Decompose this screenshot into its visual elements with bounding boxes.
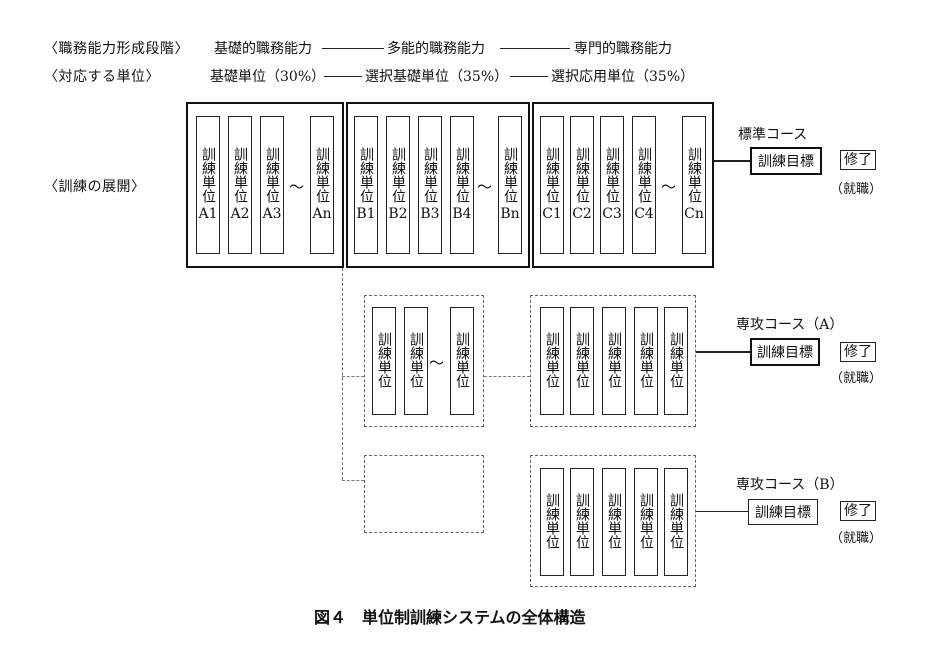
unit-c4: 訓練単位 [632,116,656,254]
unit-connector-2 [510,76,548,77]
code-b4: B4 [452,206,472,222]
stage-multi: 多能的職務能力 [387,41,485,57]
unit-b2: 訓練単位 [386,116,410,254]
code-c1: C1 [542,206,562,222]
unit-applied: 選択応用単位（35%） [551,69,695,85]
code-an: An [312,206,332,222]
code-a3: A3 [262,206,282,222]
special-b-applied-box [530,455,696,587]
unit-bn: 訓練単位 [498,116,522,254]
special-a-unit-7: 訓練単位 [634,307,658,415]
code-c4: C4 [634,206,654,222]
special-a-job-label: （就職） [830,371,883,386]
special-b-unit-4: 訓練単位 [634,468,658,576]
special-b-goal-connector [696,511,748,512]
branch-a-h-line [342,376,364,377]
stage-row-label: 〈職務能力形成段階〉 [44,41,189,57]
standard-course-name: 標準コース [738,127,808,143]
standard-goal-connector [714,160,750,162]
group-a-box [186,102,344,268]
code-a1: A1 [198,206,218,222]
unit-a3: 訓練単位 [260,116,284,254]
unit-row-label: 〈対応する単位〉 [44,69,160,85]
special-b-course-name: 専攻コース（B） [736,477,844,493]
unit-c2: 訓練単位 [570,116,594,254]
special-a-selected-box [364,295,484,427]
special-b-job-label: （就職） [830,531,883,546]
unit-b3: 訓練単位 [418,116,442,254]
figure-caption: 図４ 単位制訓練システムの全体構造 [314,608,586,627]
special-b-done-badge: 修了 [840,501,876,521]
special-a-unit-5: 訓練単位 [570,307,594,415]
special-a-course-name: 専攻コース（A） [736,317,844,333]
tilde-c: ～ [661,178,677,196]
unit-cn: 訓練単位 [682,116,706,254]
stage-connector-2 [500,48,570,49]
branch-b-h-line [342,480,364,481]
code-c2: C2 [572,206,592,222]
group-b-box [346,102,530,268]
special-a-unit-2: 訓練単位 [404,307,428,415]
special-a-unit-3: 訓練単位 [450,307,474,415]
special-a-goal-connector [696,351,750,353]
standard-goal-box: 訓練目標 [750,147,822,175]
special-b-unit-1: 訓練単位 [540,468,564,576]
deploy-row-label: 〈訓練の展開〉 [44,179,146,195]
special-b-goal-box: 訓練目標 [748,499,818,525]
special-a-unit-8: 訓練単位 [664,307,688,415]
code-c3: C3 [602,206,622,222]
tilde-b: ～ [477,178,493,196]
stage-special: 専門的職務能力 [574,41,672,57]
code-b2: B2 [388,206,408,222]
unit-b4: 訓練単位 [450,116,474,254]
special-a-unit-4: 訓練単位 [540,307,564,415]
unit-connector-1 [324,76,362,77]
unit-an: 訓練単位 [310,116,334,254]
branch-a-mid-line [484,376,530,377]
code-cn: Cn [684,206,704,222]
special-a-unit-1: 訓練単位 [372,307,396,415]
standard-job-label: （就職） [830,182,883,197]
special-b-unit-5: 訓練単位 [664,468,688,576]
unit-c1: 訓練単位 [540,116,564,254]
unit-b1: 訓練単位 [354,116,378,254]
tilde-a: ～ [289,178,305,196]
unit-c3: 訓練単位 [600,116,624,254]
special-a-goal-box: 訓練目標 [750,338,820,366]
code-b3: B3 [420,206,440,222]
unit-a1: 訓練単位 [196,116,220,254]
special-a-applied-box [530,295,696,427]
special-b-unit-3: 訓練単位 [602,468,626,576]
branch-vertical-line [342,268,343,480]
unit-selected: 選択基礎単位（35%） [365,69,509,85]
group-c-box [532,102,714,268]
code-a2: A2 [230,206,250,222]
unit-a2: 訓練単位 [228,116,252,254]
stage-basic: 基礎的職務能力 [214,41,312,57]
unit-basic: 基礎単位（30%） [210,69,326,85]
code-b1: B1 [356,206,376,222]
code-bn: Bn [500,206,520,222]
standard-done-badge: 修了 [840,150,876,170]
special-b-empty-box [364,455,484,533]
special-b-unit-2: 訓練単位 [570,468,594,576]
special-a-done-badge: 修了 [840,342,876,362]
special-a-tilde: ～ [429,354,445,372]
special-a-unit-6: 訓練単位 [602,307,626,415]
stage-connector-1 [322,48,384,49]
